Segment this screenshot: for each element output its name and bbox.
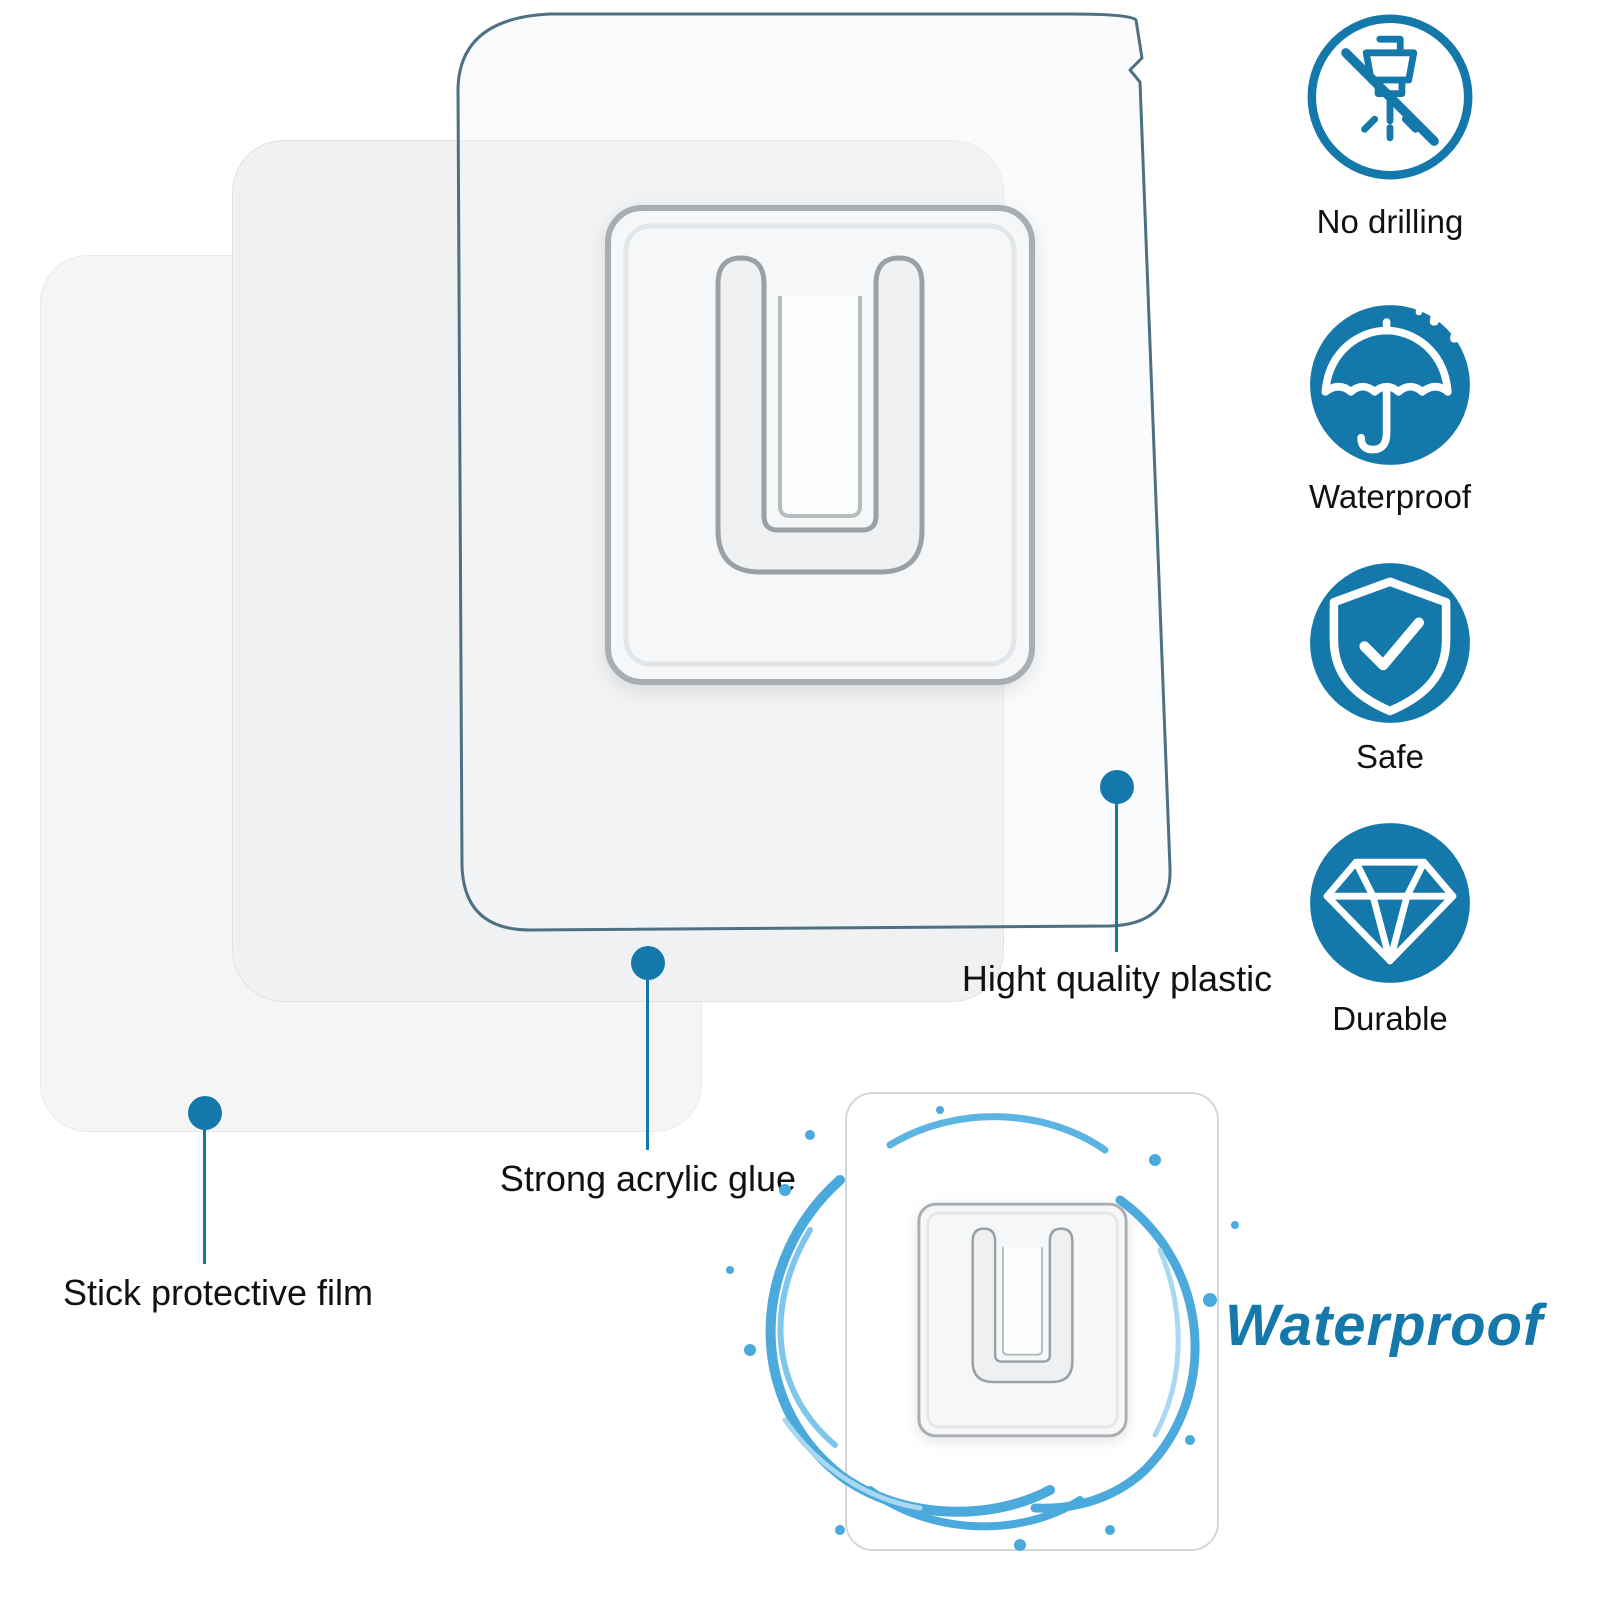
no-drilling-icon [1307, 14, 1473, 180]
hook-plate [600, 200, 1040, 690]
water-splash [726, 1106, 1239, 1551]
callout-dot-plastic [1100, 770, 1134, 804]
feature-label-durable: Durable [1332, 1000, 1448, 1037]
callout-dot-glue [631, 946, 665, 980]
callout-line-plastic [1115, 800, 1118, 952]
shield-check-icon [1310, 563, 1470, 723]
callout-dot-film [188, 1096, 222, 1130]
callout-label-film: Stick protective film [62, 1272, 374, 1313]
umbrella-rain-icon [1310, 303, 1470, 465]
diamond-icon [1310, 823, 1470, 983]
callout-label-glue: Strong acrylic glue [499, 1158, 797, 1199]
feature-label-waterproof: Waterproof [1308, 478, 1471, 515]
feature-label-safe: Safe [1356, 738, 1424, 775]
callout-line-glue [646, 978, 649, 1150]
callout-line-film [203, 1128, 206, 1264]
feature-label-no-drilling: No drilling [1316, 203, 1464, 240]
callout-label-plastic: Hight quality plastic [961, 958, 1273, 999]
waterproof-badge: Waterproof [1225, 1293, 1544, 1358]
